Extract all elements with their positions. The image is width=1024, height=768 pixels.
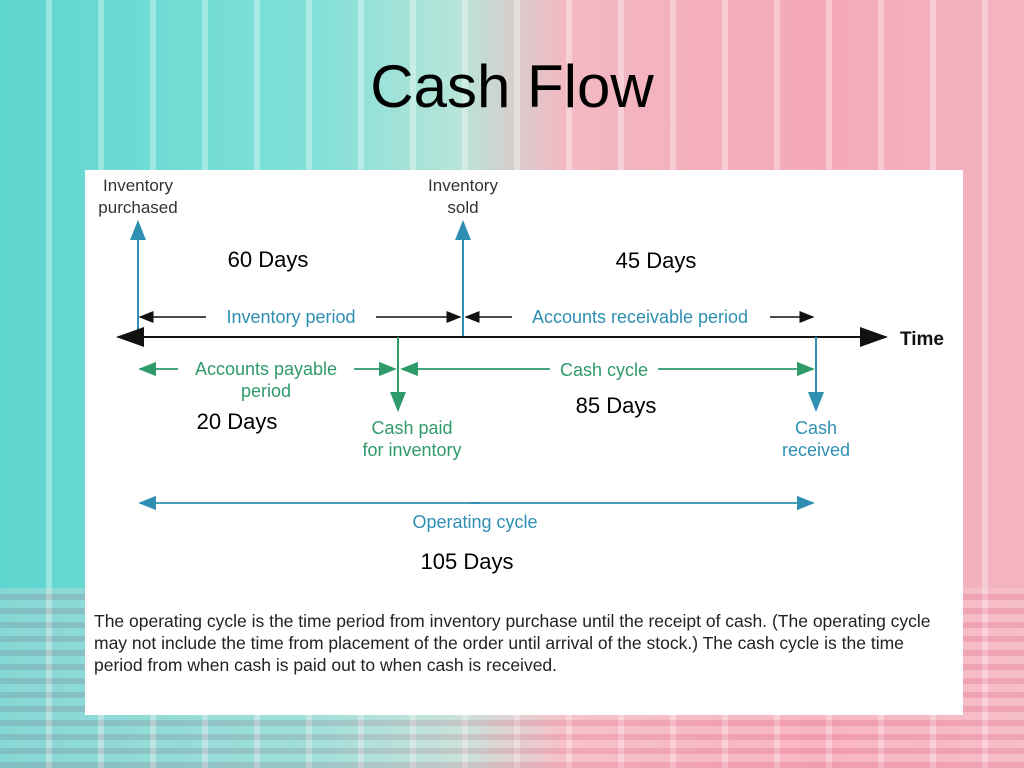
- operating-cycle-label: Operating cycle: [412, 512, 537, 532]
- ar-period-label: Accounts receivable period: [532, 307, 748, 327]
- ap-period-label-line2: period: [241, 381, 291, 401]
- days-85-label: 85 Days: [576, 393, 657, 418]
- time-axis-label: Time: [900, 329, 944, 350]
- cash-received-label-line2: received: [782, 440, 850, 460]
- inventory-purchased-label-line2: purchased: [98, 198, 177, 217]
- cash-paid-label-line2: for inventory: [362, 440, 461, 460]
- inventory-sold-label-line2: sold: [447, 198, 478, 217]
- ap-period-label-line1: Accounts payable: [195, 359, 337, 379]
- slide-title: Cash Flow: [370, 53, 654, 120]
- inventory-sold-label-line1: Inventory: [428, 176, 498, 195]
- cash-paid-label-line1: Cash paid: [371, 418, 452, 438]
- days-20-label: 20 Days: [197, 409, 278, 434]
- cash-cycle-label: Cash cycle: [560, 360, 648, 380]
- days-45-label: 45 Days: [616, 248, 697, 273]
- cash-received-label-line1: Cash: [795, 418, 837, 438]
- days-60-label: 60 Days: [228, 247, 309, 272]
- inventory-purchased-label-line1: Inventory: [103, 176, 173, 195]
- diagram-panel: [85, 170, 963, 715]
- inventory-period-label: Inventory period: [226, 307, 355, 327]
- diagram-caption: The operating cycle is the time period f…: [94, 611, 931, 675]
- days-105-label: 105 Days: [421, 549, 514, 574]
